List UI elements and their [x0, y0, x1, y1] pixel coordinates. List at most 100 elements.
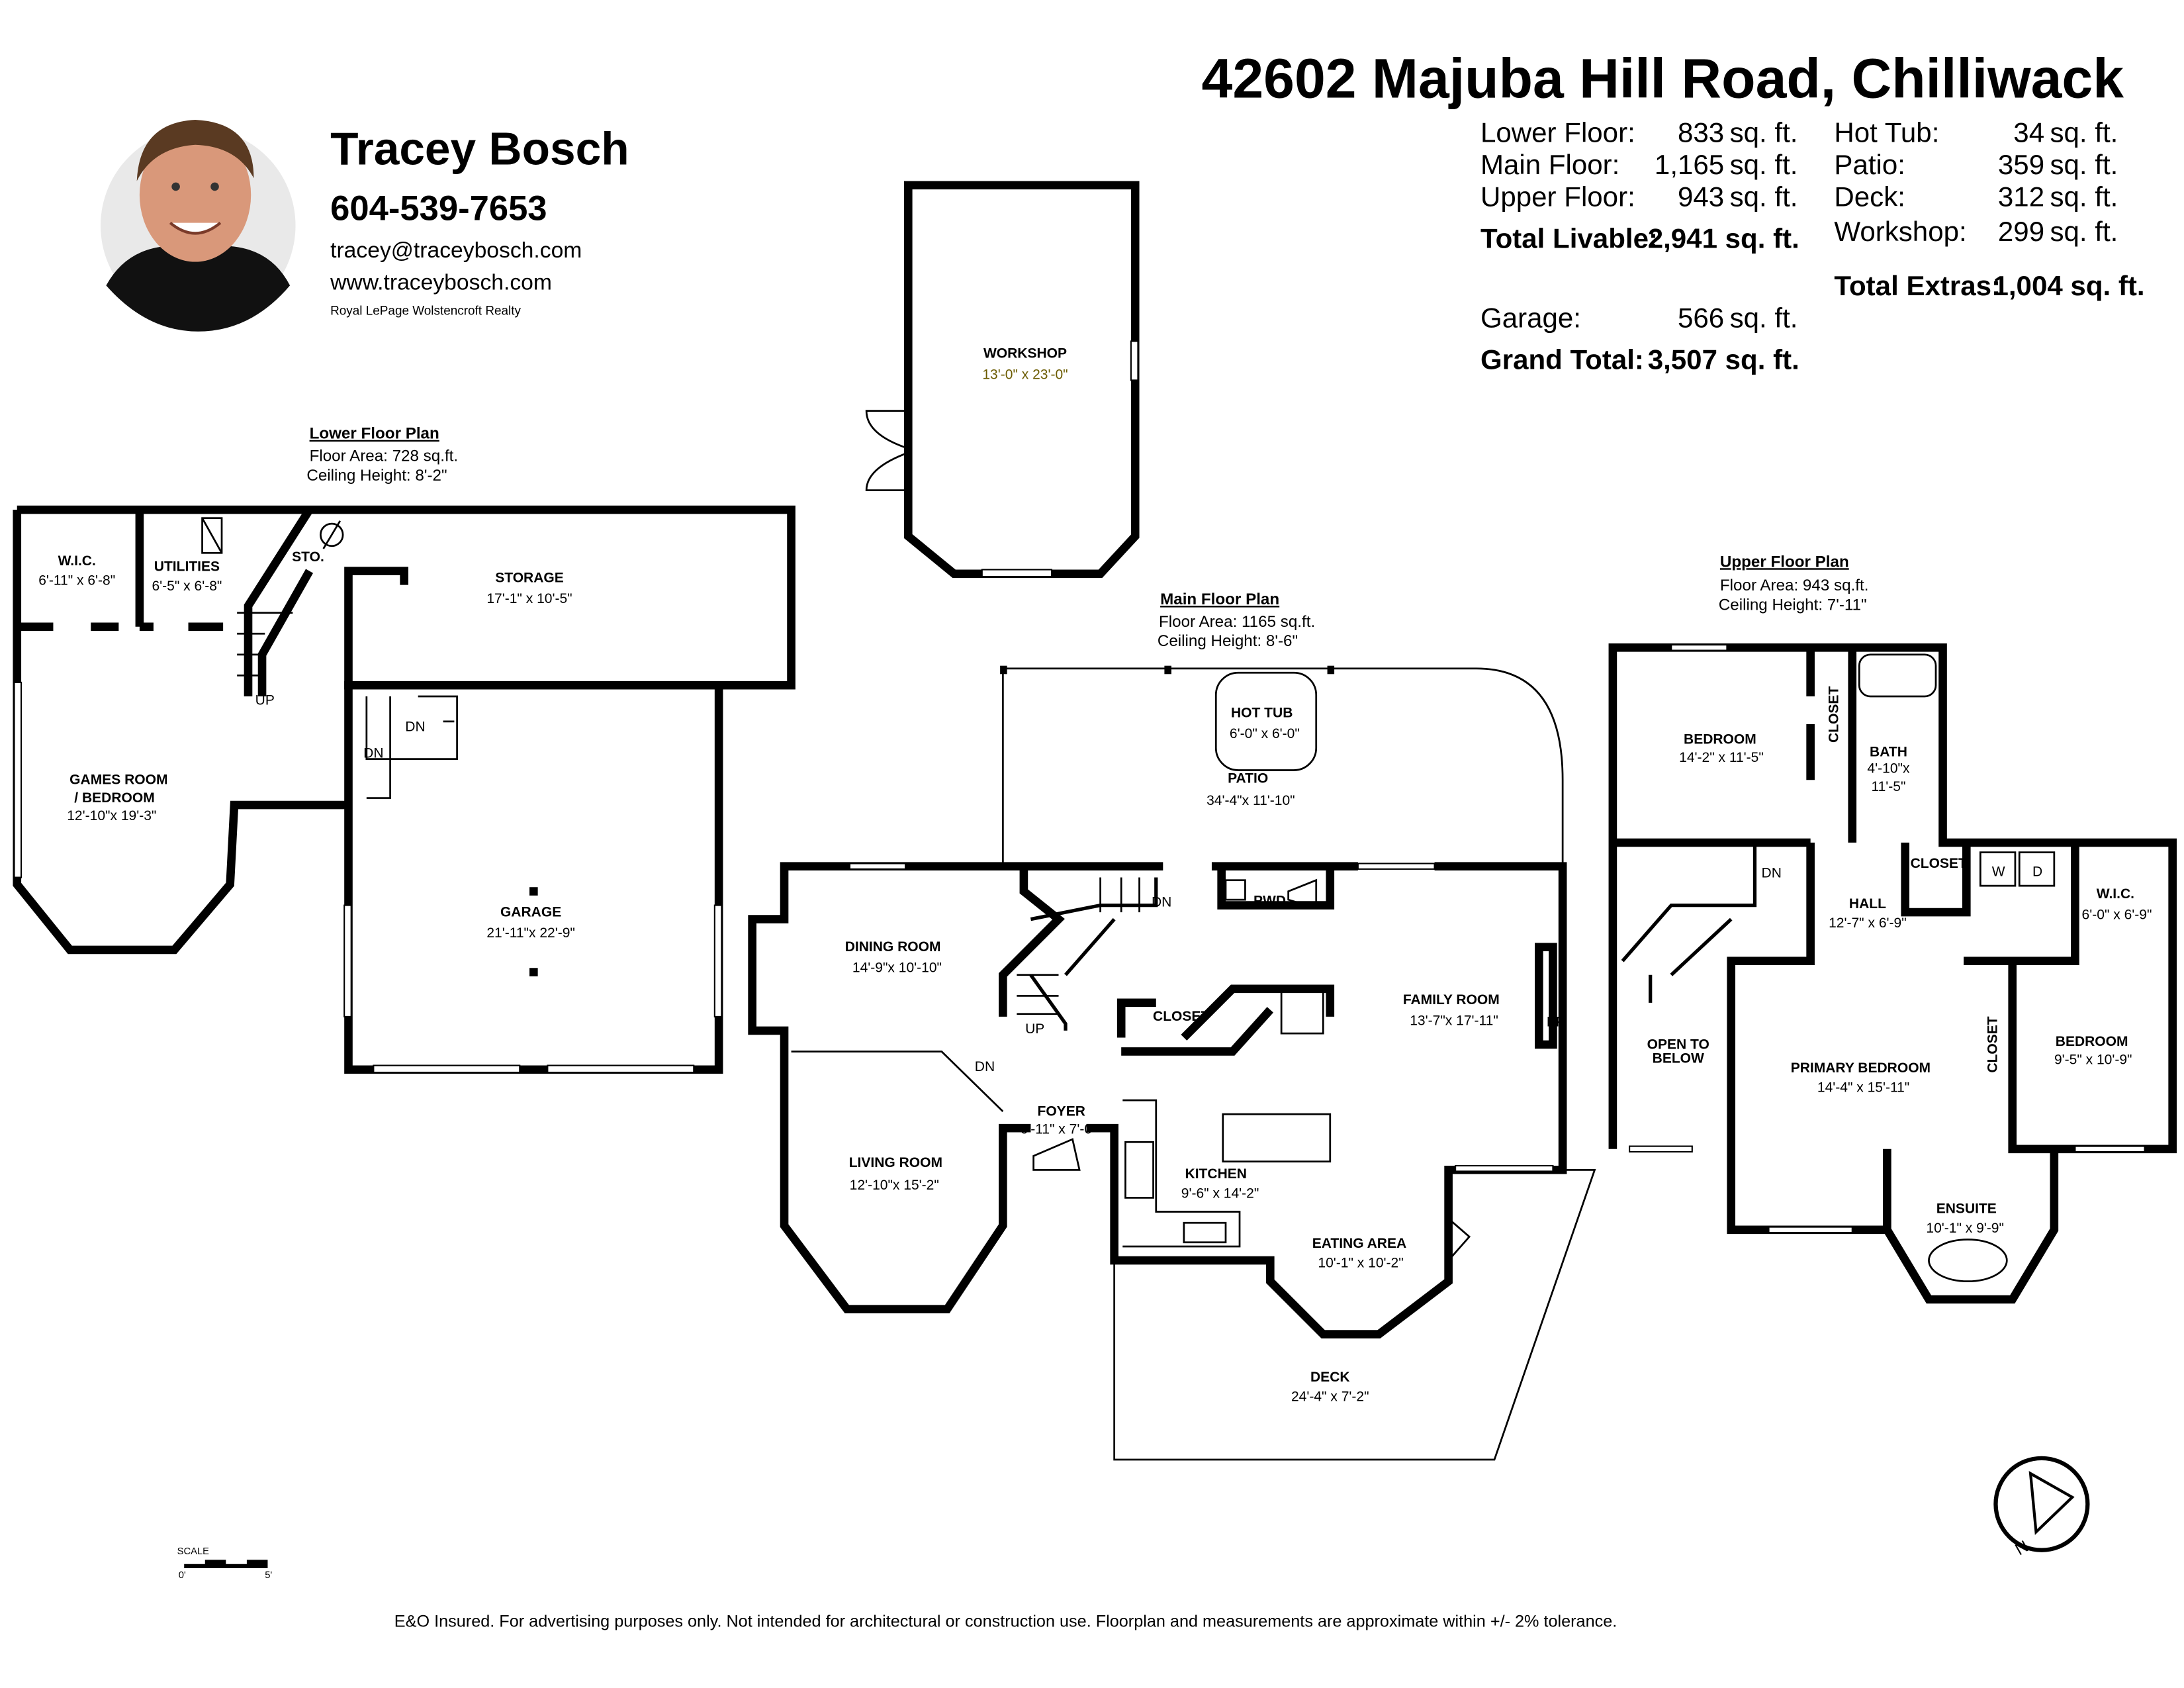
room-name: ENSUITE: [1936, 1201, 1997, 1217]
agent-brokerage: Royal LePage Wolstencroft Realty: [330, 304, 521, 318]
room-name: HALL: [1849, 896, 1886, 912]
room-name: FOYER: [1038, 1103, 1085, 1119]
stair-up-label: UP: [255, 693, 275, 708]
room-dimensions: 9'-6" x 14'-2": [1181, 1186, 1259, 1201]
room-dimensions: 17'-1" x 10'-5": [486, 591, 572, 606]
compass-north-label: N: [2012, 1537, 2032, 1559]
grand-total-label: Grand Total:: [1480, 344, 1644, 375]
agent-phone[interactable]: 604-539-7653: [330, 189, 547, 228]
stair-down-label: DN: [1152, 895, 1171, 910]
plan-area: Floor Area: 728 sq.ft.: [310, 447, 459, 465]
room-name: UTILITIES: [154, 559, 220, 575]
room-name: PWD.: [1253, 894, 1290, 909]
room-name: HOT TUB: [1231, 706, 1293, 721]
plan-ceiling: Ceiling Height: 8'-2": [306, 467, 447, 485]
room-name: EATING AREA: [1312, 1236, 1406, 1251]
scale-bar: SCALE 0' 5': [177, 1546, 273, 1581]
stat-value: 833: [1678, 117, 1724, 148]
fireplace-label: FP: [1547, 1015, 1565, 1030]
room-dimensions: 12'-10"x 19'-3": [67, 808, 156, 823]
room-name: GAMES ROOM: [69, 773, 167, 788]
agent-website[interactable]: www.traceybosch.com: [330, 271, 552, 295]
extra-value: 34: [2013, 117, 2044, 148]
extra-label: Hot Tub:: [1834, 117, 1939, 148]
extra-unit: sq. ft.: [2050, 117, 2118, 148]
stair-down-label: DN: [975, 1059, 995, 1074]
room-name: WORKSHOP: [983, 346, 1067, 361]
room-dimensions: 4'-10"x: [1867, 761, 1910, 776]
stat-value: 943: [1678, 181, 1724, 212]
stat-label: Upper Floor:: [1480, 181, 1635, 212]
agent-email[interactable]: tracey@traceybosch.com: [330, 238, 582, 263]
garage-unit: sq. ft.: [1730, 302, 1798, 333]
garage-value: 566: [1678, 302, 1724, 333]
main-floor-plan: Main Floor Plan Floor Area: 1165 sq.ft. …: [748, 590, 1596, 1461]
extra-value: 312: [1998, 181, 2044, 212]
dryer-label: D: [2032, 864, 2042, 879]
room-dimensions: 21'-11"x 22'-9": [486, 925, 575, 941]
lower-floor-plan: Lower Floor Plan Floor Area: 728 sq.ft. …: [13, 425, 796, 1074]
room-name: DECK: [1310, 1370, 1350, 1385]
extra-unit: sq. ft.: [2050, 181, 2118, 212]
room-name: / BEDROOM: [74, 790, 154, 806]
plan-area: Floor Area: 943 sq.ft.: [1720, 577, 1869, 594]
scale-label: SCALE: [177, 1546, 209, 1557]
stat-unit: sq. ft.: [1730, 181, 1798, 212]
room-dimensions: 13'-7"x 17'-11": [1410, 1013, 1498, 1029]
plan-ceiling: Ceiling Height: 8'-6": [1158, 632, 1298, 650]
property-address: 42602 Majuba Hill Road, Chilliwack: [1202, 47, 2124, 109]
room-name: STORAGE: [495, 570, 564, 585]
extra-value: 299: [1998, 216, 2044, 247]
plan-area: Floor Area: 1165 sq.ft.: [1159, 613, 1315, 631]
stair-down-label: DN: [363, 746, 383, 761]
stat-unit: sq. ft.: [1730, 117, 1798, 148]
total-livable-value: 2,941 sq. ft.: [1648, 223, 1799, 254]
room-name: W.I.C.: [2097, 886, 2134, 902]
room-dimensions: 6'-11" x 7'-0": [1020, 1122, 1097, 1137]
room-dimensions: 10'-1" x 10'-2": [1318, 1256, 1403, 1271]
stat-label: Main Floor:: [1480, 149, 1619, 180]
room-dimensions: 11'-5": [1871, 779, 1905, 794]
room-name: CLOSET: [1985, 1016, 2001, 1072]
total-livable-label: Total Livable:: [1480, 223, 1658, 254]
total-extras-value: 1,004 sq. ft.: [1993, 270, 2144, 301]
room-dimensions: 24'-4" x 7'-2": [1291, 1389, 1369, 1405]
room-name: PATIO: [1228, 771, 1268, 786]
grand-total-value: 3,507 sq. ft.: [1648, 344, 1799, 375]
room-name: CLOSET: [1153, 1009, 1209, 1024]
extra-label: Workshop:: [1834, 216, 1966, 247]
room-dimensions: 9'-5" x 10'-9": [2054, 1052, 2132, 1067]
room-name: W.I.C.: [58, 553, 96, 569]
upper-floor-plan: Upper Floor Plan Floor Area: 943 sq.ft. …: [1608, 553, 2177, 1304]
room-name: LIVING ROOM: [849, 1155, 942, 1170]
room-dimensions: 34'-4"x 11'-10": [1206, 793, 1295, 808]
stat-unit: sq. ft.: [1730, 149, 1798, 180]
room-name: DINING ROOM: [845, 939, 941, 955]
room-dimensions: 12'-7" x 6'-9": [1829, 915, 1907, 931]
stat-value: 1,165: [1655, 149, 1724, 180]
room-dimensions: 6'-0" x 6'-9": [2082, 908, 2152, 923]
total-extras-label: Total Extras:: [1834, 270, 2001, 301]
room-dimensions: 14'-4" x 15'-11": [1817, 1080, 1909, 1096]
stair-up-label: UP: [1025, 1021, 1044, 1037]
stat-label: Lower Floor:: [1480, 117, 1635, 148]
extra-unit: sq. ft.: [2050, 149, 2118, 180]
room-dimensions: 6'-0" x 6'-0": [1230, 726, 1300, 741]
plan-title: Main Floor Plan: [1160, 590, 1279, 608]
room-dimensions: 12'-10"x 15'-2": [850, 1178, 939, 1193]
garage-label: Garage:: [1480, 302, 1581, 333]
room-name: BEDROOM: [1684, 732, 1756, 747]
room-name: CLOSET: [1827, 686, 1842, 743]
room-name: GARAGE: [500, 904, 561, 919]
room-dimensions: 6'-11" x 6'-8": [38, 573, 115, 588]
washer-label: W: [1992, 864, 2005, 879]
room-name: KITCHEN: [1185, 1166, 1247, 1182]
agent-photo: [100, 119, 296, 332]
disclaimer: E&O Insured. For advertising purposes on…: [394, 1612, 1617, 1630]
room-dimensions: 6'-5" x 6'-8": [152, 579, 222, 594]
room-name: BELOW: [1653, 1051, 1704, 1066]
room-name: CLOSET: [1911, 856, 1967, 871]
room-dimensions: 14'-2" x 11'-5": [1679, 750, 1764, 765]
stair-down-label: DN: [1762, 865, 1782, 880]
scale-end: 5': [265, 1570, 272, 1581]
